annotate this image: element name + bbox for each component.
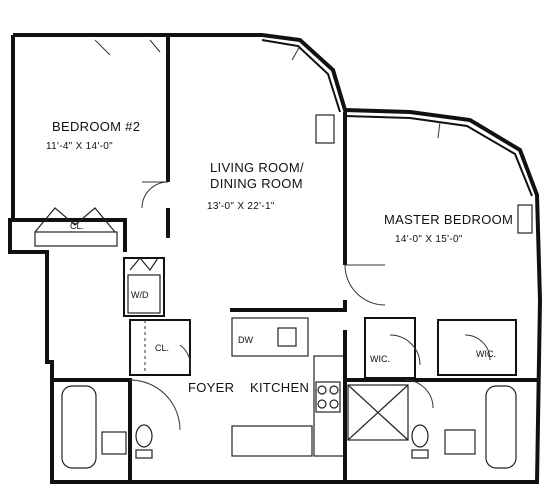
bedroom2-name: BEDROOM #2 [52, 119, 140, 134]
wic-right-label: WIC. [476, 349, 496, 359]
wic-left-label: WIC. [370, 354, 390, 364]
living-name-line2: DINING ROOM [210, 176, 303, 191]
door-swings [94, 39, 491, 431]
master-name: MASTER BEDROOM [384, 212, 513, 227]
master-bath-fixtures [411, 385, 517, 469]
master-dims: 14'-0" X 15'-0" [395, 234, 463, 245]
closet-details [34, 207, 161, 372]
small-labels: CL. W/D CL. WIC. WIC. DW [70, 221, 496, 364]
left-bath-fixtures [61, 385, 153, 469]
closet-foyer-label: CL. [155, 343, 169, 353]
closet-bedroom2-label: CL. [70, 221, 84, 231]
room-labels: BEDROOM #2 11'-4" X 14'-0" LIVING ROOM/ … [46, 119, 513, 395]
living-dims: 13'-0" X 22'-1" [207, 201, 275, 212]
bedroom2-dims: 11'-4" X 14'-0" [46, 141, 113, 152]
kitchen-appliances [277, 327, 341, 413]
washer-dryer-label: W/D [131, 290, 149, 300]
kitchen-name: KITCHEN [250, 380, 309, 395]
living-name-line1: LIVING ROOM/ [210, 160, 304, 175]
dishwasher-label: DW [238, 335, 253, 345]
foyer-name: FOYER [188, 380, 234, 395]
